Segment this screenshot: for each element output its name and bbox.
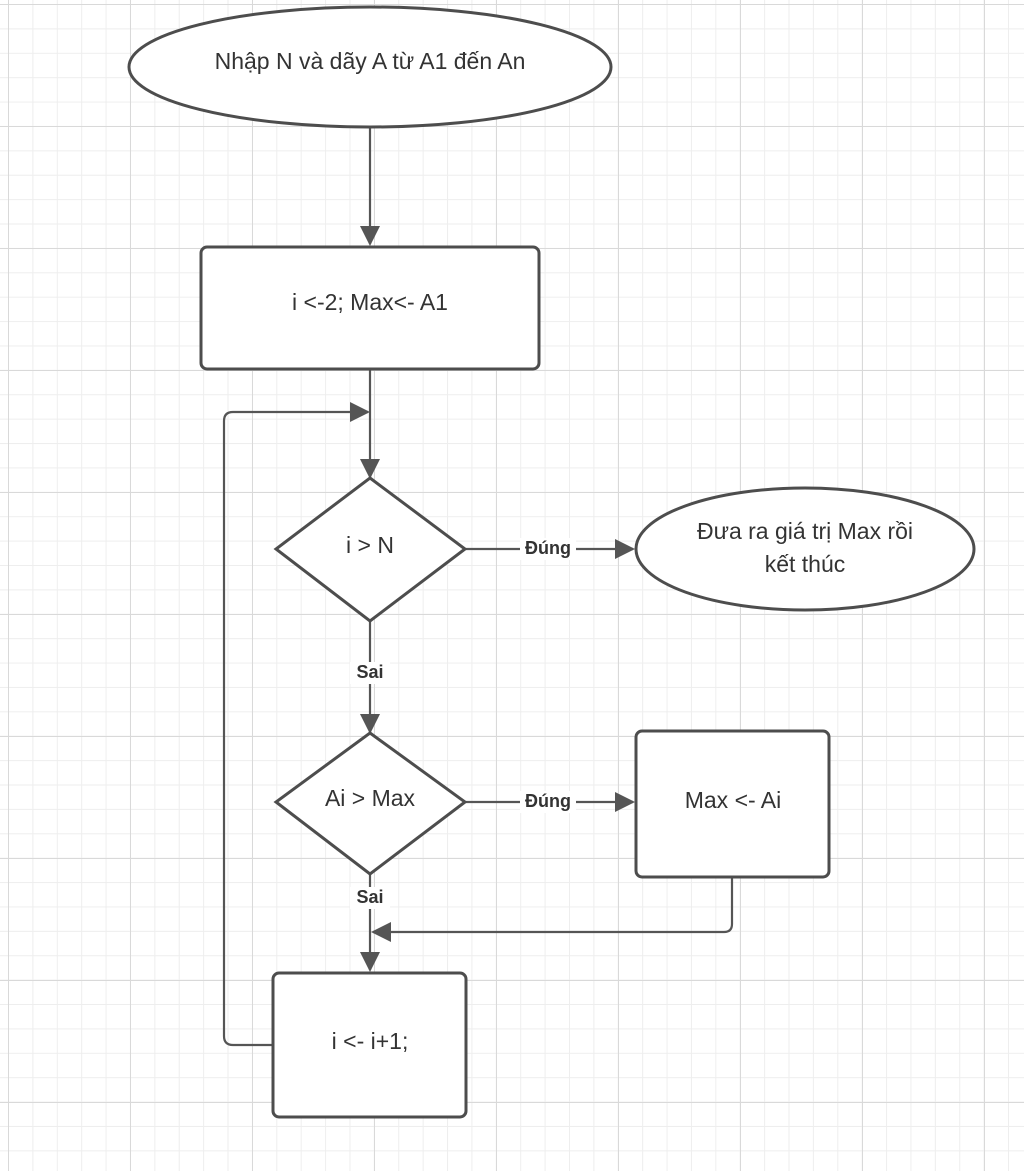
assign-max-node-label: Max <- Ai <box>685 787 782 813</box>
edge-label-cond2-true: Đúng <box>520 791 576 813</box>
decision-i-gt-n: i > N <box>273 476 468 623</box>
init-node-label: i <-2; Max<- A1 <box>292 289 448 315</box>
svg-text:Sai: Sai <box>356 887 383 907</box>
edge-label-cond2-false: Sai <box>350 887 390 909</box>
output-node-label-line2: kết thúc <box>765 551 846 577</box>
decision-ai-gt-max-label: Ai > Max <box>325 785 416 811</box>
init-node: i <-2; Max<- A1 <box>199 245 541 371</box>
edge-loop-back <box>222 402 370 1047</box>
increment-node: i <- i+1; <box>271 971 468 1119</box>
svg-text:Đúng: Đúng <box>525 791 571 811</box>
assign-max-node: Max <- Ai <box>634 729 831 879</box>
edge-assign-to-merge <box>371 877 734 942</box>
start-node-label: Nhập N và dãy A từ A1 đến An <box>215 48 526 74</box>
output-node-label-line1: Đưa ra giá trị Max rồi <box>697 518 913 544</box>
svg-text:Sai: Sai <box>356 662 383 682</box>
decision-i-gt-n-label: i > N <box>346 532 394 558</box>
edge-label-cond1-true: Đúng <box>520 538 576 560</box>
output-node: Đưa ra giá trị Max rồi kết thúc <box>634 486 976 612</box>
svg-text:Đúng: Đúng <box>525 538 571 558</box>
decision-ai-gt-max: Ai > Max <box>273 731 468 876</box>
increment-node-label: i <- i+1; <box>332 1028 409 1054</box>
start-node: Nhập N và dãy A từ A1 đến An <box>127 5 613 129</box>
edge-label-cond1-false: Sai <box>350 662 390 684</box>
